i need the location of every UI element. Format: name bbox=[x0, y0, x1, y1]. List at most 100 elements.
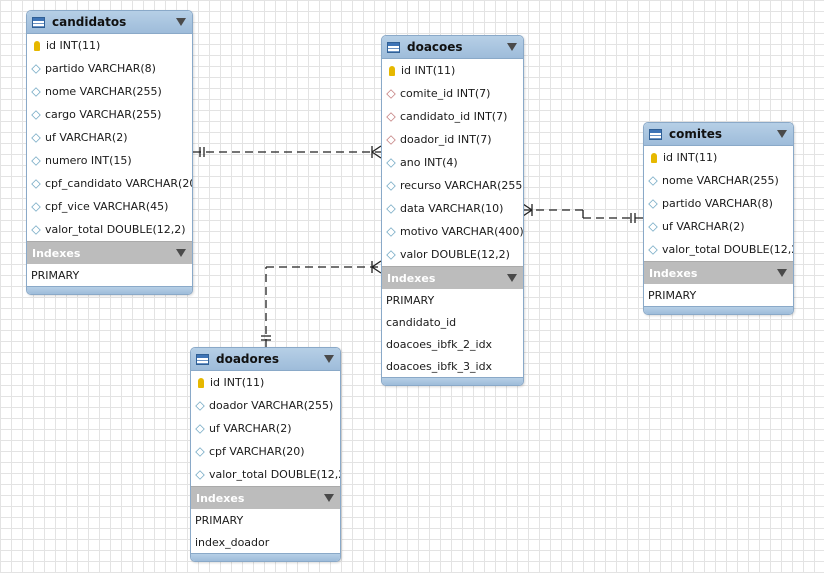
column-label: partido VARCHAR(8) bbox=[662, 197, 773, 210]
diamond-icon bbox=[195, 423, 205, 434]
diamond-icon bbox=[195, 446, 205, 457]
column-label: valor DOUBLE(12,2) bbox=[400, 248, 510, 261]
table-header[interactable]: doacoes bbox=[382, 36, 523, 59]
column-label: id INT(11) bbox=[401, 64, 456, 77]
index-label: candidato_id bbox=[386, 315, 457, 329]
collapse-arrow-icon[interactable] bbox=[777, 130, 787, 138]
index-row[interactable]: index_doador bbox=[191, 531, 340, 553]
column-label: uf VARCHAR(2) bbox=[209, 422, 292, 435]
indexes-label: Indexes bbox=[649, 266, 698, 280]
column-row[interactable]: candidato_id INT(7) bbox=[382, 105, 523, 128]
column-row[interactable]: valor_total DOUBLE(12,2) bbox=[644, 238, 793, 261]
column-row[interactable]: recurso VARCHAR(255) bbox=[382, 174, 523, 197]
diamond-icon bbox=[386, 180, 396, 191]
column-label: recurso VARCHAR(255) bbox=[400, 179, 524, 192]
index-row[interactable]: doacoes_ibfk_2_idx bbox=[382, 333, 523, 355]
column-row[interactable]: id INT(11) bbox=[382, 59, 523, 82]
collapse-arrow-icon[interactable] bbox=[324, 355, 334, 363]
index-label: PRIMARY bbox=[386, 293, 435, 307]
key-icon bbox=[198, 377, 204, 388]
collapse-arrow-icon[interactable] bbox=[324, 494, 334, 502]
index-row[interactable]: PRIMARY bbox=[644, 284, 793, 306]
column-label: valor_total DOUBLE(12,2) bbox=[662, 243, 794, 256]
table-header[interactable]: doadores bbox=[191, 348, 340, 371]
indexes-header[interactable]: Indexes bbox=[644, 261, 793, 284]
column-row[interactable]: id INT(11) bbox=[191, 371, 340, 394]
table-doacoes[interactable]: doacoes id INT(11) comite_id INT(7) cand… bbox=[381, 35, 524, 386]
table-icon bbox=[649, 128, 662, 140]
index-row[interactable]: doacoes_ibfk_3_idx bbox=[382, 355, 523, 377]
column-row[interactable]: doador_id INT(7) bbox=[382, 128, 523, 151]
collapse-arrow-icon[interactable] bbox=[176, 18, 186, 26]
column-row[interactable]: motivo VARCHAR(400) bbox=[382, 220, 523, 243]
indexes-header[interactable]: Indexes bbox=[191, 486, 340, 509]
column-label: cpf_candidato VARCHAR(20) bbox=[45, 177, 193, 190]
table-footer bbox=[27, 286, 192, 294]
collapse-arrow-icon[interactable] bbox=[507, 274, 517, 282]
column-row[interactable]: uf VARCHAR(2) bbox=[644, 215, 793, 238]
column-label: data VARCHAR(10) bbox=[400, 202, 504, 215]
indexes-label: Indexes bbox=[196, 491, 245, 505]
column-label: partido VARCHAR(8) bbox=[45, 62, 156, 75]
collapse-arrow-icon[interactable] bbox=[507, 43, 517, 51]
index-label: PRIMARY bbox=[648, 288, 697, 302]
column-label: candidato_id INT(7) bbox=[400, 110, 508, 123]
column-row[interactable]: numero INT(15) bbox=[27, 149, 192, 172]
column-row[interactable]: valor DOUBLE(12,2) bbox=[382, 243, 523, 266]
column-row[interactable]: comite_id INT(7) bbox=[382, 82, 523, 105]
indexes-header[interactable]: Indexes bbox=[27, 241, 192, 264]
column-row[interactable]: partido VARCHAR(8) bbox=[27, 57, 192, 80]
table-header[interactable]: candidatos bbox=[27, 11, 192, 34]
relationship-doadores-doacoes[interactable] bbox=[261, 260, 382, 347]
foreign-key-diamond-icon bbox=[386, 134, 396, 145]
table-footer bbox=[382, 377, 523, 385]
table-doadores[interactable]: doadores id INT(11) doador VARCHAR(255) … bbox=[190, 347, 341, 562]
relationship-candidatos-doacoes[interactable] bbox=[193, 145, 382, 159]
foreign-key-diamond-icon bbox=[386, 88, 396, 99]
index-row[interactable]: PRIMARY bbox=[27, 264, 192, 286]
diamond-icon bbox=[31, 201, 41, 212]
column-label: valor_total DOUBLE(12,2) bbox=[45, 223, 186, 236]
diamond-icon bbox=[31, 224, 41, 235]
table-header[interactable]: comites bbox=[644, 123, 793, 146]
column-row[interactable]: uf VARCHAR(2) bbox=[191, 417, 340, 440]
indexes-header[interactable]: Indexes bbox=[382, 266, 523, 289]
index-label: PRIMARY bbox=[195, 513, 244, 527]
column-row[interactable]: doador VARCHAR(255) bbox=[191, 394, 340, 417]
column-row[interactable]: partido VARCHAR(8) bbox=[644, 192, 793, 215]
column-row[interactable]: ano INT(4) bbox=[382, 151, 523, 174]
diamond-icon bbox=[386, 226, 396, 237]
column-row[interactable]: nome VARCHAR(255) bbox=[644, 169, 793, 192]
column-label: doador_id INT(7) bbox=[400, 133, 492, 146]
diamond-icon bbox=[31, 132, 41, 143]
column-label: ano INT(4) bbox=[400, 156, 458, 169]
diamond-icon bbox=[648, 244, 658, 255]
index-row[interactable]: PRIMARY bbox=[382, 289, 523, 311]
diamond-icon bbox=[31, 178, 41, 189]
collapse-arrow-icon[interactable] bbox=[777, 269, 787, 277]
key-icon bbox=[651, 152, 657, 163]
column-label: id INT(11) bbox=[210, 376, 265, 389]
collapse-arrow-icon[interactable] bbox=[176, 249, 186, 257]
index-row[interactable]: candidato_id bbox=[382, 311, 523, 333]
index-row[interactable]: PRIMARY bbox=[191, 509, 340, 531]
column-row[interactable]: cpf_candidato VARCHAR(20) bbox=[27, 172, 192, 195]
column-row[interactable]: id INT(11) bbox=[644, 146, 793, 169]
table-icon bbox=[32, 16, 45, 28]
relationship-comites-doacoes[interactable] bbox=[522, 203, 643, 223]
column-row[interactable]: cpf_vice VARCHAR(45) bbox=[27, 195, 192, 218]
diamond-icon bbox=[648, 175, 658, 186]
column-label: cargo VARCHAR(255) bbox=[45, 108, 162, 121]
column-row[interactable]: valor_total DOUBLE(12,2) bbox=[191, 463, 340, 486]
column-label: uf VARCHAR(2) bbox=[662, 220, 745, 233]
column-row[interactable]: uf VARCHAR(2) bbox=[27, 126, 192, 149]
column-row[interactable]: id INT(11) bbox=[27, 34, 192, 57]
column-row[interactable]: nome VARCHAR(255) bbox=[27, 80, 192, 103]
table-comites[interactable]: comites id INT(11) nome VARCHAR(255) par… bbox=[643, 122, 794, 315]
column-row[interactable]: data VARCHAR(10) bbox=[382, 197, 523, 220]
column-row[interactable]: cargo VARCHAR(255) bbox=[27, 103, 192, 126]
column-row[interactable]: cpf VARCHAR(20) bbox=[191, 440, 340, 463]
table-candidatos[interactable]: candidatos id INT(11) partido VARCHAR(8)… bbox=[26, 10, 193, 295]
column-row[interactable]: valor_total DOUBLE(12,2) bbox=[27, 218, 192, 241]
